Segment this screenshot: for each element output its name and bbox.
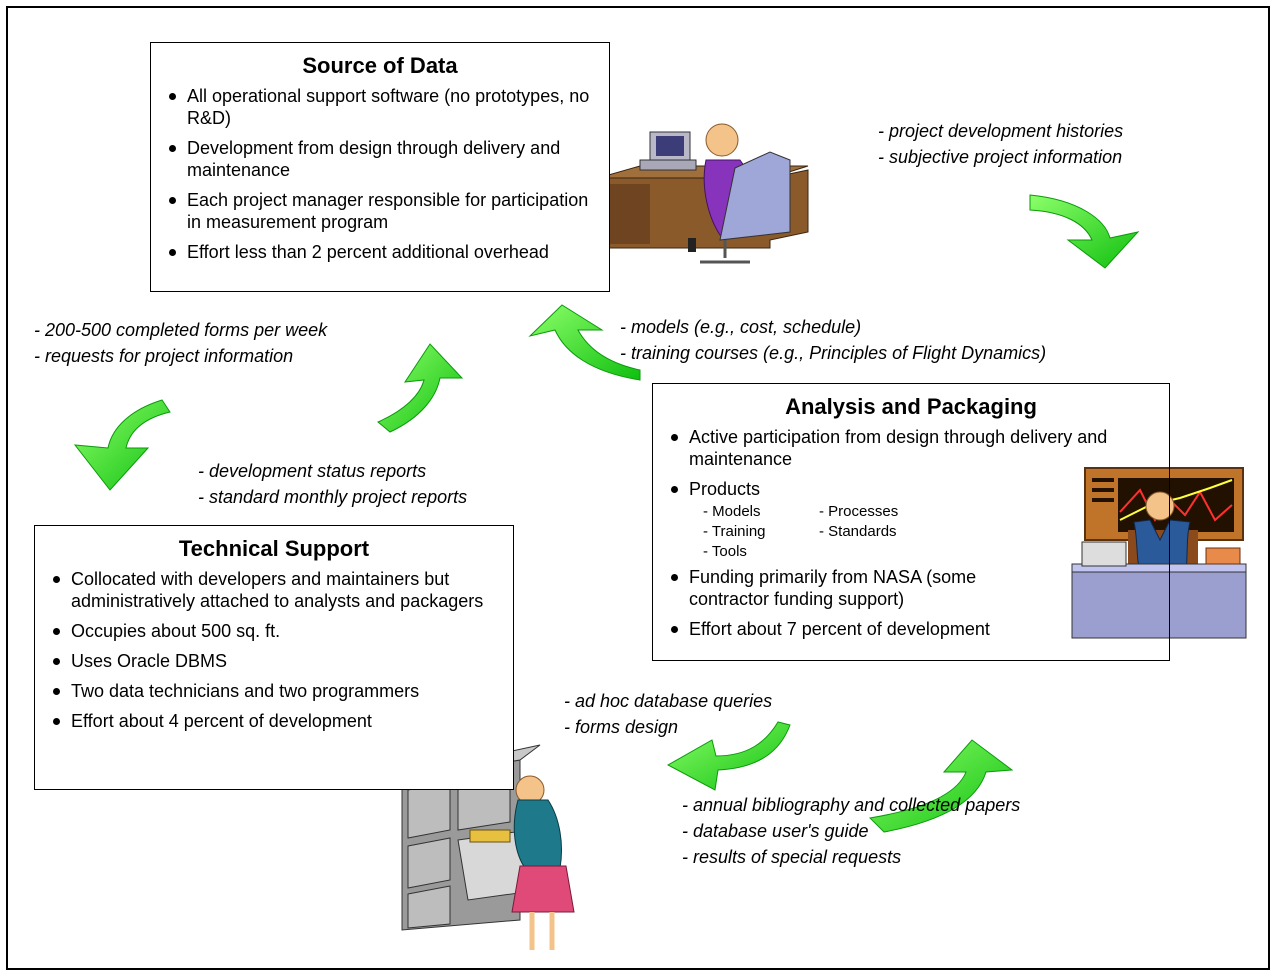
curved-arrow-support-to-analysis-icon xyxy=(868,739,1014,833)
flow-item: - training courses (e.g., Principles of … xyxy=(620,343,1047,363)
curved-arrow-analysis-to-support-icon xyxy=(666,721,791,791)
analysis-packaging-box: Analysis and Packaging Active participat… xyxy=(652,383,1170,661)
analysis-products-label: Products xyxy=(689,479,761,499)
product-standards: - Standards xyxy=(819,523,897,540)
source-bullet-4: Effort less than 2 percent additional ov… xyxy=(165,241,595,263)
flow-item: - database user's guide xyxy=(682,821,869,841)
flow-item: - models (e.g., cost, schedule) xyxy=(620,317,862,337)
product-training: - Training xyxy=(703,523,766,540)
analysis-bullet-1: Active participation from design through… xyxy=(667,426,1179,470)
flow-item: - development status reports xyxy=(198,461,427,481)
curved-arrow-source-to-support-icon xyxy=(73,399,171,491)
flow-item: - forms design xyxy=(564,717,679,737)
product-models: - Models xyxy=(703,503,761,520)
flow-analysis-to-support: - ad hoc database queries - forms design xyxy=(564,688,772,740)
support-bullet-1: Collocated with developers and maintaine… xyxy=(49,568,499,612)
source-bullet-2: Development from design through delivery… xyxy=(165,137,595,181)
source-of-data-title: Source of Data xyxy=(302,53,458,78)
flow-support-to-source: - development status reports - standard … xyxy=(198,458,467,510)
support-bullet-2: Occupies about 500 sq. ft. xyxy=(49,620,499,642)
computer-worker-icon xyxy=(597,123,809,264)
support-bullet-3: Uses Oracle DBMS xyxy=(49,650,499,672)
technical-support-list: Collocated with developers and maintaine… xyxy=(49,568,499,732)
curved-arrow-source-to-analysis-icon xyxy=(1029,194,1140,269)
source-bullet-1: All operational support software (no pro… xyxy=(165,85,595,129)
technical-support-box: Technical Support Collocated with develo… xyxy=(34,525,514,790)
analysis-packaging-title: Analysis and Packaging xyxy=(785,394,1037,419)
analysis-packaging-list: Active participation from design through… xyxy=(667,426,1107,640)
product-tools: - Tools xyxy=(703,543,747,560)
flow-analysis-to-source: - models (e.g., cost, schedule) - traini… xyxy=(620,314,1046,366)
flow-item: - ad hoc database queries xyxy=(564,691,773,711)
curved-arrow-support-to-source-icon xyxy=(377,343,464,433)
analyst-chart-icon xyxy=(1071,467,1247,639)
flow-source-to-support: - 200-500 completed forms per week - req… xyxy=(34,317,327,369)
analysis-bullet-3: Funding primarily from NASA (some contra… xyxy=(667,566,1029,610)
analysis-products-list: - Models - Processes - Training - Standa… xyxy=(703,502,1027,562)
technical-support-title: Technical Support xyxy=(178,536,370,561)
flow-item: - subjective project information xyxy=(878,147,1123,167)
flow-item: - 200-500 completed forms per week xyxy=(34,320,328,340)
curved-arrow-analysis-to-source-icon xyxy=(528,304,641,381)
analysis-bullet-2: Products - Models - Processes - Training… xyxy=(667,478,1027,562)
flow-item: - results of special requests xyxy=(682,847,902,867)
flow-support-to-analysis: - annual bibliography and collected pape… xyxy=(682,792,1020,870)
flow-item: - requests for project information xyxy=(34,346,294,366)
flow-item: - project development histories xyxy=(878,121,1124,141)
product-processes: - Processes xyxy=(819,503,899,520)
analysis-bullet-4: Effort about 7 percent of development xyxy=(667,618,1149,640)
source-of-data-list: All operational support software (no pro… xyxy=(165,85,595,263)
support-bullet-5: Effort about 4 percent of development xyxy=(49,710,499,732)
support-bullet-4: Two data technicians and two programmers xyxy=(49,680,499,702)
flow-item: - annual bibliography and collected pape… xyxy=(682,795,1021,815)
flow-item: - standard monthly project reports xyxy=(198,487,468,507)
diagram-frame xyxy=(6,6,1270,970)
source-of-data-box: Source of Data All operational support s… xyxy=(150,42,610,292)
flow-source-to-analysis: - project development histories - subjec… xyxy=(878,118,1123,170)
source-bullet-3: Each project manager responsible for par… xyxy=(165,189,595,233)
